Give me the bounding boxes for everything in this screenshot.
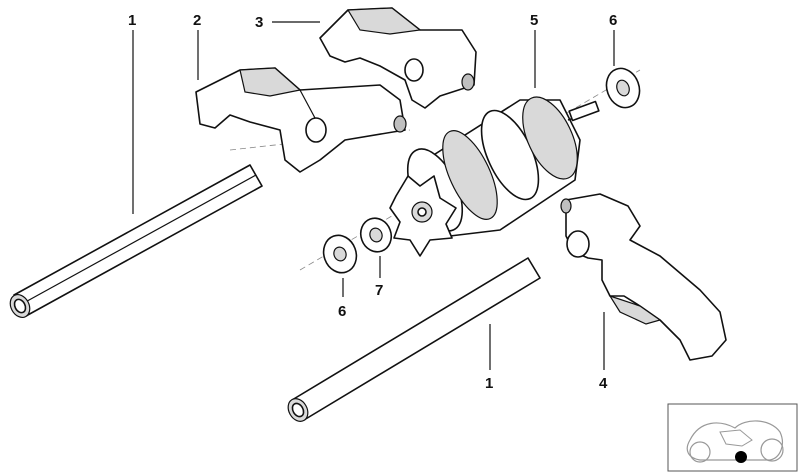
callout-2: 2 (193, 12, 201, 29)
leader-lines (132, 21, 615, 370)
shift-rod-lower[interactable] (284, 257, 541, 425)
spacer-washer[interactable] (356, 214, 396, 256)
drum-axis (299, 69, 641, 271)
shift-fork-4[interactable] (560, 193, 727, 361)
washer-upper[interactable] (601, 64, 645, 113)
washer-lower[interactable] (318, 231, 361, 278)
shift-fork-3[interactable] (319, 7, 477, 109)
callout-1-upper: 1 (128, 12, 136, 29)
callout-5: 5 (530, 12, 538, 29)
callout-6-lower: 6 (338, 303, 346, 320)
callout-4: 4 (599, 375, 608, 392)
shift-fork-2[interactable] (195, 67, 407, 173)
callout-1-lower: 1 (485, 375, 493, 392)
shift-rod-upper[interactable] (6, 164, 263, 321)
callout-7: 7 (375, 282, 383, 299)
motorcycle-thumbnail-icon[interactable] (667, 403, 798, 472)
callout-6-upper: 6 (609, 12, 617, 29)
callout-3: 3 (255, 14, 263, 31)
drum-star-gear[interactable] (389, 175, 457, 257)
